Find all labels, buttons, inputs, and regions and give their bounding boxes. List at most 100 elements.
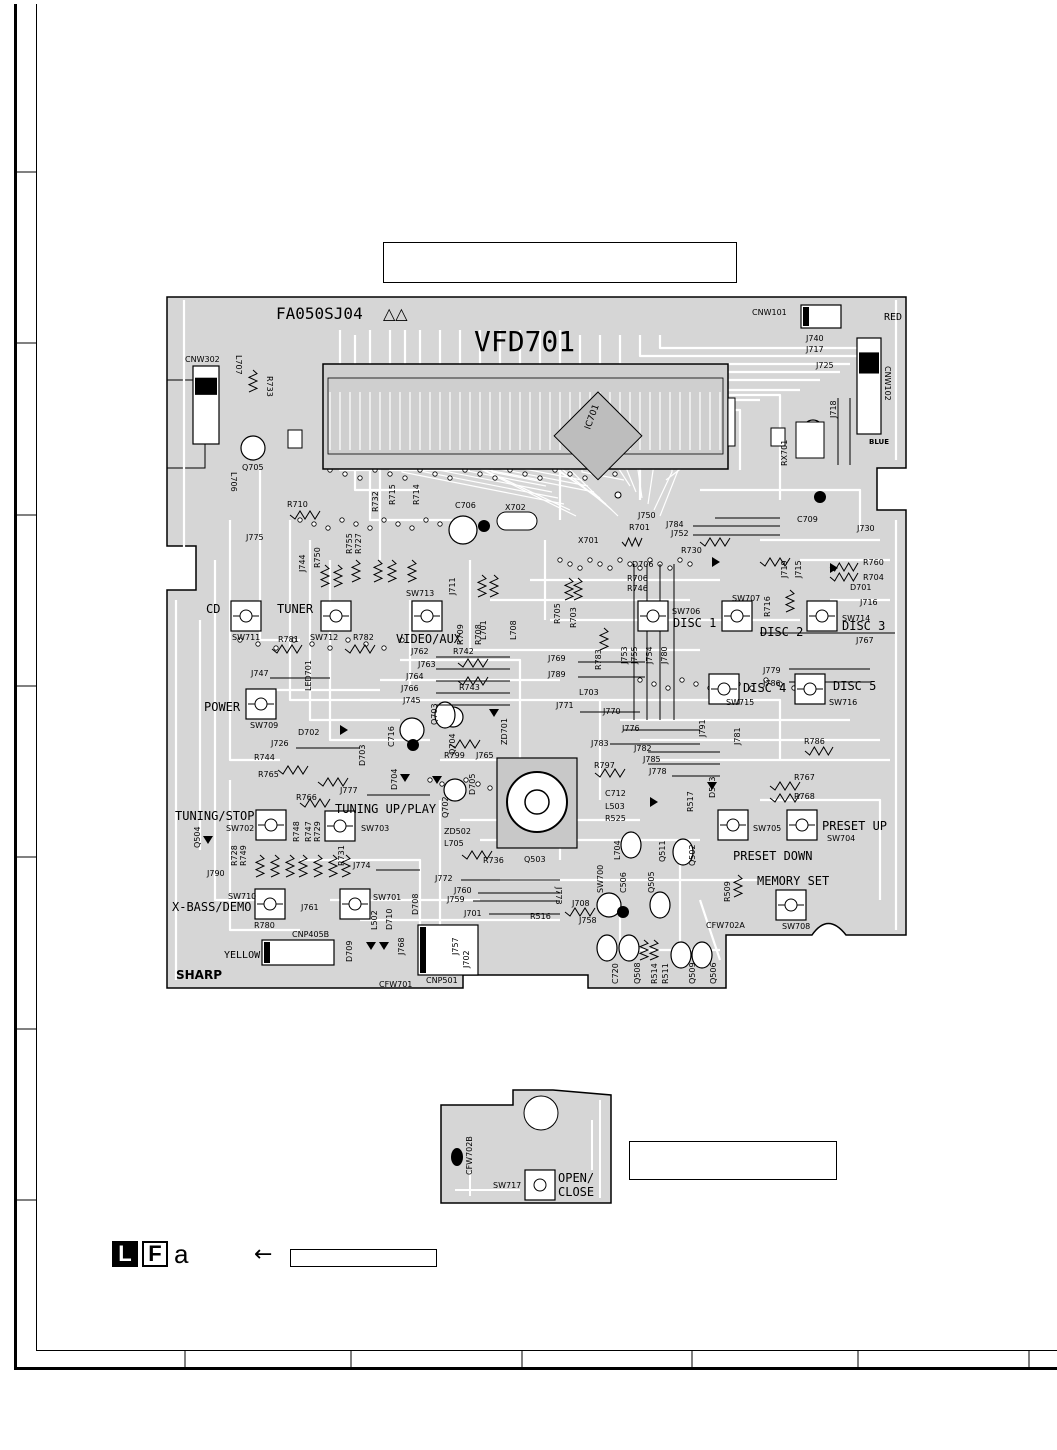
ref-label-r783: R783 xyxy=(594,649,603,670)
ref-label-j786: J786 xyxy=(762,679,781,688)
ref-label-d709: D709 xyxy=(345,941,354,962)
resistor-symbol xyxy=(769,781,801,791)
trace xyxy=(213,560,260,902)
ref-label-r768: R768 xyxy=(794,792,815,801)
switch-ref-sw714: SW714 xyxy=(842,614,870,623)
solder-pad xyxy=(339,517,345,523)
ref-label-j781: J781 xyxy=(733,727,742,746)
resistor-symbol xyxy=(297,854,309,878)
solder-pad xyxy=(409,525,415,531)
ref-label-r747: R747 xyxy=(304,821,313,842)
vfd-reference: VFD701 xyxy=(474,325,575,358)
button-label-sw714: DISC 3 xyxy=(842,619,885,633)
solder-pad xyxy=(651,681,657,687)
ref-label-r786: R786 xyxy=(804,737,825,746)
button-label-sw710: X-BASS/DEMO xyxy=(172,900,251,914)
ref-label-d703: D703 xyxy=(358,745,367,766)
legend-mark-f: F xyxy=(142,1241,168,1267)
resistor-symbol xyxy=(564,907,596,917)
ref-label-j775: J775 xyxy=(245,533,264,542)
square-component xyxy=(287,429,303,449)
ref-label-j711: J711 xyxy=(448,577,457,596)
resistor-symbol xyxy=(732,874,744,898)
ref-label-r710: R710 xyxy=(287,500,308,509)
ref-label-r797: R797 xyxy=(594,761,615,770)
ref-label-j782: J782 xyxy=(633,744,652,753)
ref-label-j772: J772 xyxy=(434,874,453,883)
wire-color-yellow: YELLOW xyxy=(224,950,261,961)
ref-label-q506: Q506 xyxy=(709,962,718,984)
ref-label-j717: J717 xyxy=(805,345,824,354)
switch-ref-sw706: SW706 xyxy=(672,607,700,616)
ref-label-j780: J780 xyxy=(660,646,669,665)
ref-label-l503: L503 xyxy=(605,802,625,811)
solder-pad xyxy=(567,561,573,567)
wire-color-blue: BLUE xyxy=(869,438,889,446)
ref-label-q511: Q511 xyxy=(658,840,667,862)
square-component xyxy=(770,427,786,447)
sub-button-label-line2: CLOSE xyxy=(558,1185,594,1199)
switch-ref-sw701: SW701 xyxy=(373,893,401,902)
solder-pad xyxy=(255,641,261,647)
solder-pad xyxy=(687,561,693,567)
ref-label-l703: L703 xyxy=(579,688,599,697)
resistor-symbol xyxy=(572,577,584,601)
ref-label-j784: J784 xyxy=(665,520,684,529)
ref-label-q508: Q508 xyxy=(633,962,642,984)
polarity-dot xyxy=(814,491,826,503)
solder-pad xyxy=(387,471,393,477)
solder-pad xyxy=(607,565,613,571)
solder-pad xyxy=(557,557,563,563)
ref-label-j776: J776 xyxy=(621,724,640,733)
solder-pad xyxy=(273,645,279,651)
solder-pad xyxy=(693,681,699,687)
switch-ref-sw710: SW710 xyxy=(228,892,256,901)
solder-pad xyxy=(463,777,469,783)
diode-symbol xyxy=(712,557,720,567)
solder-pad xyxy=(522,471,528,477)
polarity-dot xyxy=(407,739,419,751)
pwb-title-box xyxy=(383,242,737,283)
solder-pad xyxy=(492,475,498,481)
ref-label-q509: Q509 xyxy=(688,962,697,984)
resistor-symbol xyxy=(488,574,500,598)
wire-color-red: RED xyxy=(884,312,902,323)
ref-label-j759: J759 xyxy=(446,895,465,904)
ref-label-r709: R709 xyxy=(456,624,465,645)
sub-button-label-line1: OPEN/ xyxy=(558,1171,594,1185)
ref-label-j752: J752 xyxy=(670,529,689,538)
resistor-symbol xyxy=(759,557,791,567)
ref-label-d704: D704 xyxy=(390,769,399,790)
ref-label-j791: J791 xyxy=(698,719,707,738)
sub-switch-ref: SW717 xyxy=(493,1181,521,1190)
ref-label-c706: C706 xyxy=(455,501,476,510)
ref-label-j750: J750 xyxy=(637,511,656,520)
solder-pad xyxy=(477,471,483,477)
board-part-number: FA050SJ04 xyxy=(276,304,363,323)
resistor-symbol xyxy=(638,939,650,961)
side-marker-legend: L F a xyxy=(112,1239,188,1269)
switch-ref-sw703: SW703 xyxy=(361,824,389,833)
connector-label-cfw701: CFW701 xyxy=(379,980,412,989)
ref-label-r748: R748 xyxy=(292,821,301,842)
ref-label-led701: LED701 xyxy=(304,660,313,691)
trace xyxy=(288,520,370,702)
ref-label-j760: J760 xyxy=(453,886,472,895)
ref-label-q703: Q703 xyxy=(430,703,439,725)
ref-label-j778: J778 xyxy=(648,767,667,776)
ref-label-r755: R755 xyxy=(345,533,354,554)
ref-label-j762: J762 xyxy=(410,647,429,656)
solder-pad xyxy=(297,517,303,523)
ref-label-q503: Q503 xyxy=(524,855,546,864)
ref-label-r525: R525 xyxy=(605,814,626,823)
ref-label-j765: J765 xyxy=(475,751,494,760)
polarity-dot xyxy=(478,520,490,532)
ref-label-j783: J783 xyxy=(590,739,609,748)
transistor-body xyxy=(618,934,640,962)
ref-label-r780: R780 xyxy=(254,921,275,930)
ref-label-j716: J716 xyxy=(859,598,878,607)
ref-label-j763: J763 xyxy=(417,660,436,669)
jog-dial-hub xyxy=(524,789,550,815)
ic701-chip xyxy=(553,391,643,481)
